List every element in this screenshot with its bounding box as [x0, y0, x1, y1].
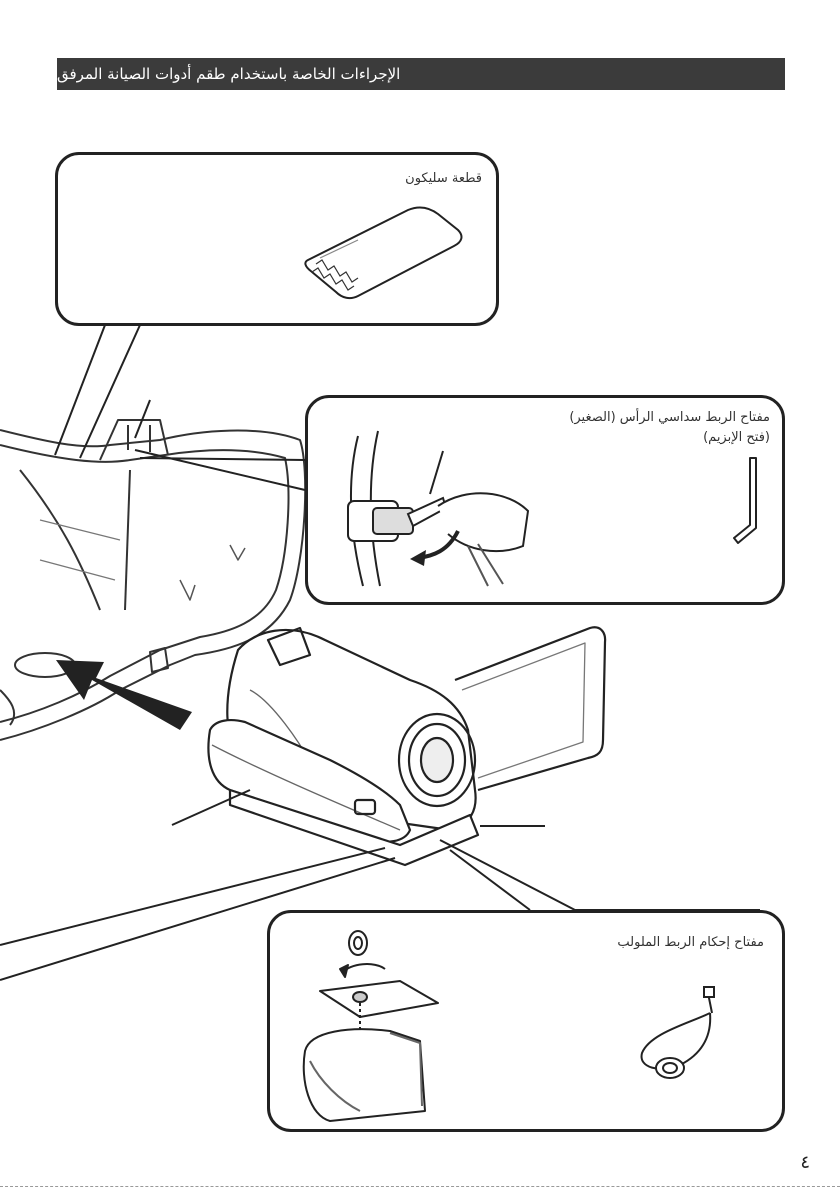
- hex-key-label-line2: (فتح الإبزيم): [703, 430, 770, 445]
- page-number: ٤: [800, 1152, 810, 1173]
- marine-case-illustration: [0, 420, 305, 740]
- silicone-pad-icon: [298, 200, 478, 310]
- silicone-label: قطعة سليكون: [405, 171, 482, 186]
- hex-key-callout: مفتاح الربط سداسي الرأس (الصغير) (فتح ال…: [305, 395, 785, 605]
- hex-key-label-line1: مفتاح الربط سداسي الرأس (الصغير): [569, 410, 770, 425]
- hex-key-icon: [728, 453, 768, 553]
- silicone-callout: قطعة سليكون: [55, 152, 499, 326]
- tripod-key-callout: مفتاح إحكام الربط الملولب: [267, 910, 785, 1132]
- camcorder-illustration: [208, 627, 605, 865]
- tripod-screw-key-icon: [630, 983, 720, 1093]
- tripod-mount-illustration: [290, 921, 480, 1126]
- buckle-closeup-illustration: [318, 416, 538, 596]
- tripod-key-label: مفتاح إحكام الربط الملولب: [617, 935, 764, 950]
- bottom-rule: [0, 1186, 840, 1187]
